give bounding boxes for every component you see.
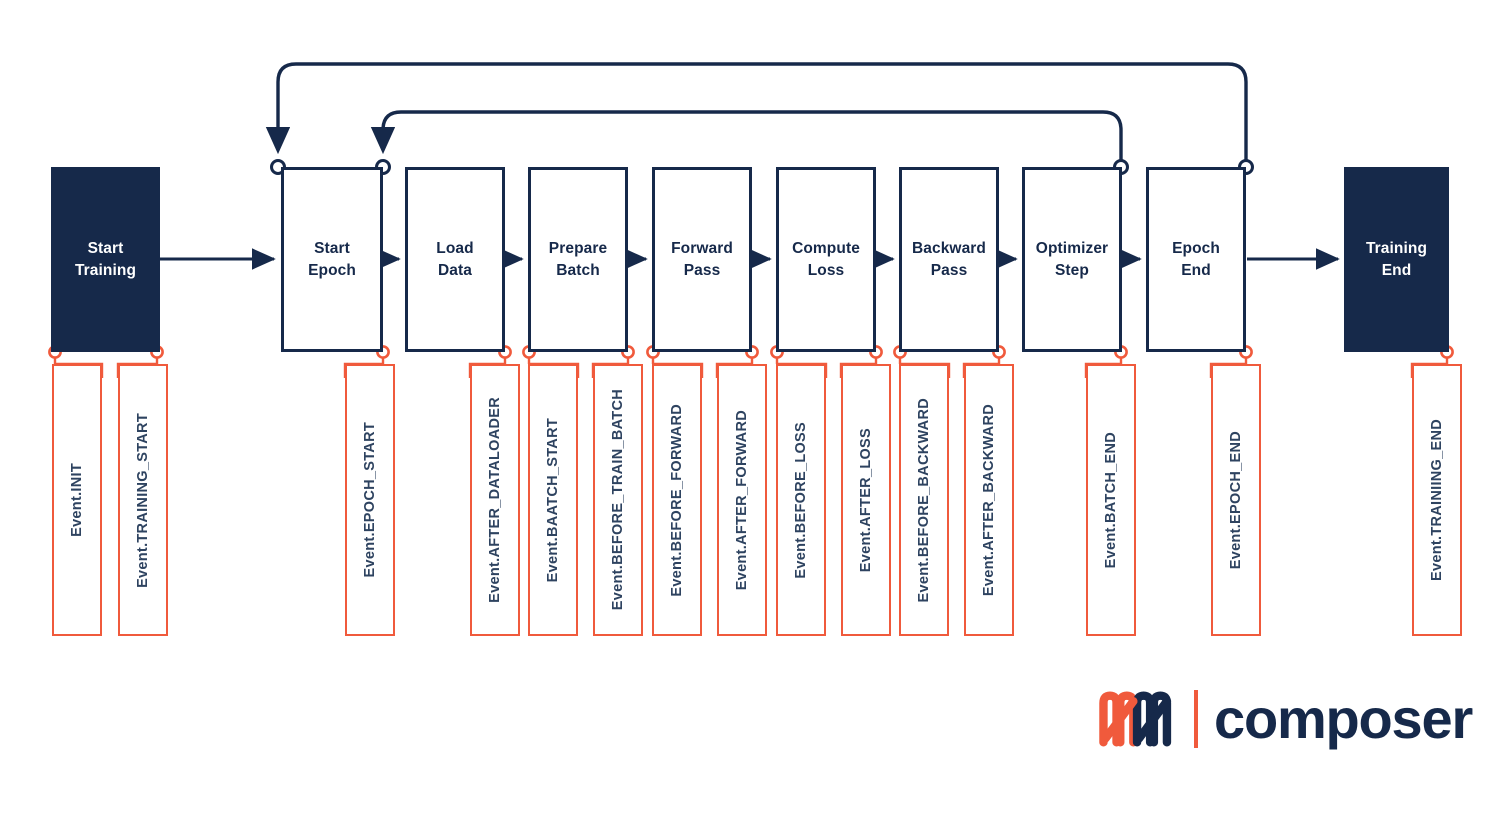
stage-label: Backward Pass [911, 239, 987, 279]
stage-label: Start Epoch [308, 239, 356, 279]
event-label: Event.AFTER_DATALOADER [487, 397, 503, 603]
stage-label: Compute Loss [792, 239, 860, 279]
event-label: Event.BATCH_END [1103, 431, 1119, 569]
epoch-loop-path [265, 62, 1248, 164]
stage-label: Training End [1365, 239, 1428, 279]
event-box-training-start[interactable]: Event.TRAINING_START [118, 364, 168, 636]
stage-epoch-end[interactable]: Epoch End [1146, 167, 1246, 352]
stage-label: Start Training [74, 239, 137, 279]
event-label: Event.AFTER_FORWARD [734, 409, 750, 591]
event-box-after-forward[interactable]: Event.AFTER_FORWARD [717, 364, 767, 636]
event-box-after-dataloader[interactable]: Event.AFTER_DATALOADER [470, 364, 520, 636]
batch-loop-path [370, 110, 1123, 164]
stage-compute-loss[interactable]: Compute Loss [776, 167, 876, 352]
event-label: Event.TRAINIING_END [1429, 419, 1445, 581]
mosaicml-zigzag-icon [1099, 691, 1172, 747]
stage-label: Load Data [436, 239, 474, 279]
event-box-before-loss[interactable]: Event.BEFORE_LOSS [776, 364, 826, 636]
event-box-epoch-start[interactable]: Event.EPOCH_START [345, 364, 395, 636]
event-box-after-backward[interactable]: Event.AFTER_BACKWARD [964, 364, 1014, 636]
event-box-after-loss[interactable]: Event.AFTER_LOSS [841, 364, 891, 636]
event-box-before-train-batch[interactable]: Event.BEFORE_TRAIN_BATCH [593, 364, 643, 636]
stage-label: Forward Pass [671, 239, 733, 279]
stage-label: Epoch End [1172, 239, 1220, 279]
event-label: Event.EPOCH_START [362, 422, 378, 578]
event-box-epoch-end[interactable]: Event.EPOCH_END [1211, 364, 1261, 636]
event-label: Event.TRAINING_START [135, 412, 151, 588]
stage-optimizer-step[interactable]: Optimizer Step [1022, 167, 1122, 352]
event-label: Event.EPOCH_END [1228, 430, 1244, 570]
stage-backward-pass[interactable]: Backward Pass [899, 167, 999, 352]
composer-logo: composer [1096, 686, 1473, 752]
stage-label: Prepare Batch [548, 239, 608, 279]
logo-wordmark: composer [1214, 687, 1473, 750]
event-box-batch-end[interactable]: Event.BATCH_END [1086, 364, 1136, 636]
event-label: Event.AFTER_LOSS [858, 427, 874, 573]
event-label: Event.INIT [69, 463, 85, 537]
stage-start-training[interactable]: Start Training [51, 167, 160, 352]
logo-divider [1194, 690, 1198, 748]
event-label: Event.BAATCH_START [545, 417, 561, 583]
stage-start-epoch[interactable]: Start Epoch [281, 167, 383, 352]
stage-label: Optimizer Step [1035, 239, 1109, 279]
event-label: Event.AFTER_BACKWARD [981, 403, 997, 597]
event-box-before-forward[interactable]: Event.BEFORE_FORWARD [652, 364, 702, 636]
stage-load-data[interactable]: Load Data [405, 167, 505, 352]
event-label: Event.BEFORE_BACKWARD [916, 397, 932, 603]
event-label: Event.BEFORE_TRAIN_BATCH [610, 389, 626, 611]
stage-forward-pass[interactable]: Forward Pass [652, 167, 752, 352]
stage-training-end[interactable]: Training End [1344, 167, 1449, 352]
event-box-init[interactable]: Event.INIT [52, 364, 102, 636]
event-box-trainiing-end[interactable]: Event.TRAINIING_END [1412, 364, 1462, 636]
event-box-baatch-start[interactable]: Event.BAATCH_START [528, 364, 578, 636]
event-label: Event.BEFORE_FORWARD [669, 403, 685, 597]
event-label: Event.BEFORE_LOSS [793, 421, 809, 579]
event-box-before-backward[interactable]: Event.BEFORE_BACKWARD [899, 364, 949, 636]
stage-prepare-batch[interactable]: Prepare Batch [528, 167, 628, 352]
